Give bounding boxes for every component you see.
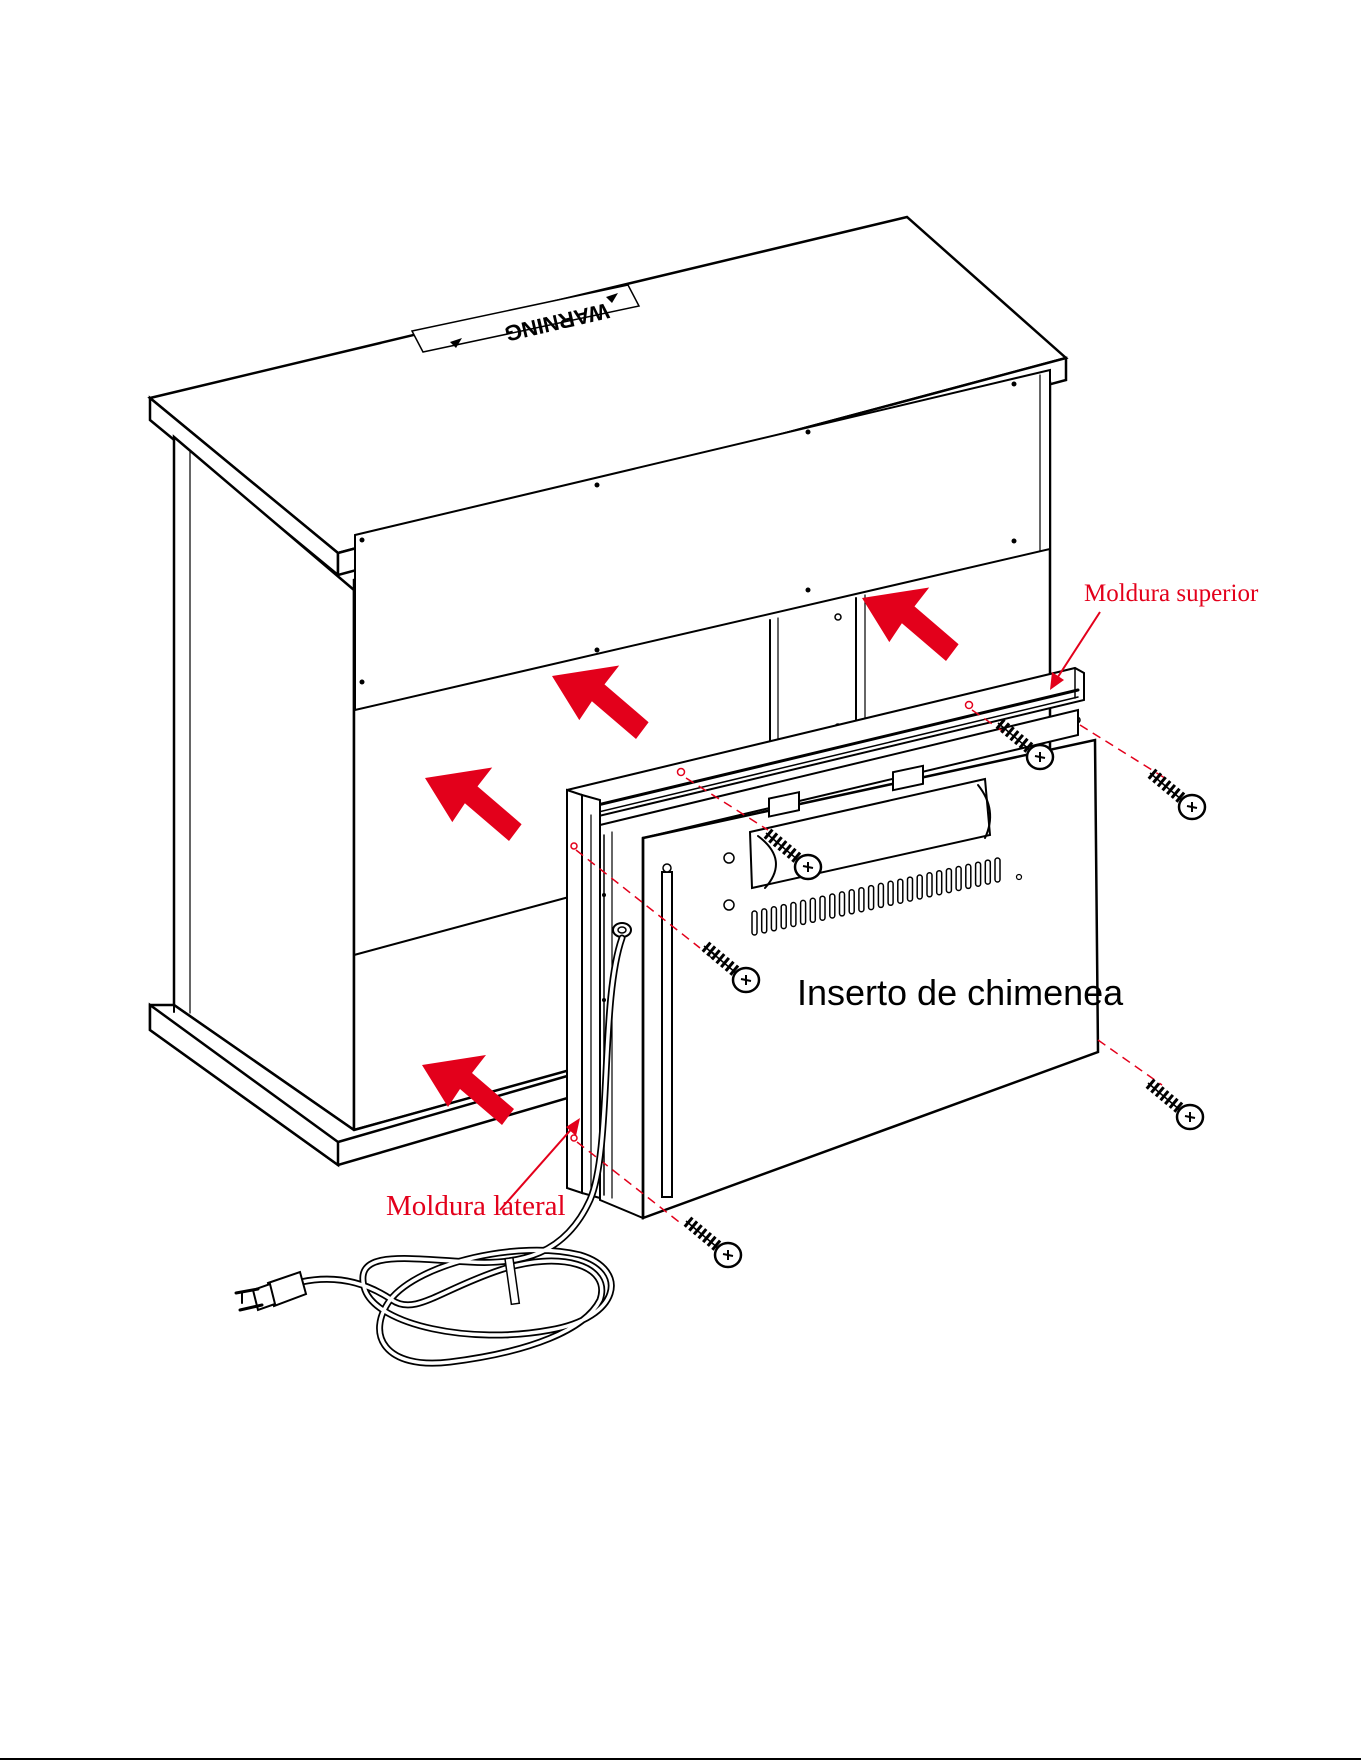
vent-slot	[781, 905, 786, 929]
vent-slot	[859, 888, 864, 912]
vent-slot	[840, 892, 845, 916]
vent-slot	[927, 873, 932, 897]
screw-icon	[686, 1220, 741, 1267]
vent-slot	[771, 907, 776, 931]
vent-slot	[985, 860, 990, 884]
vent-slot	[849, 890, 854, 914]
vent-slot	[820, 896, 825, 920]
vent-slot	[908, 877, 913, 901]
vent-slot	[946, 869, 951, 893]
vent-slot	[869, 886, 874, 910]
side-trim-label: Moldura lateral	[386, 1190, 566, 1222]
screw-icon	[1150, 772, 1205, 819]
vent-slot	[830, 894, 835, 918]
vent-slot	[888, 881, 893, 905]
vent-slot	[791, 903, 796, 927]
screw-icon	[1148, 1082, 1203, 1129]
vent-slot	[976, 862, 981, 886]
insert-label: Inserto de chimenea	[797, 972, 1124, 1013]
power-plug-icon	[236, 1272, 306, 1310]
vent-slot	[966, 864, 971, 888]
vent-slot	[878, 883, 883, 907]
vent-slot	[956, 867, 961, 891]
vent-slot	[937, 871, 942, 895]
vent-slot	[810, 898, 815, 922]
vent-slot	[898, 879, 903, 903]
top-trim-label: Moldura superior	[1084, 580, 1259, 607]
vent-slot	[752, 911, 757, 935]
vent-slot	[801, 900, 806, 924]
vent-slot	[995, 858, 1000, 882]
vent-slot	[917, 875, 922, 899]
vent-slot	[762, 909, 767, 933]
